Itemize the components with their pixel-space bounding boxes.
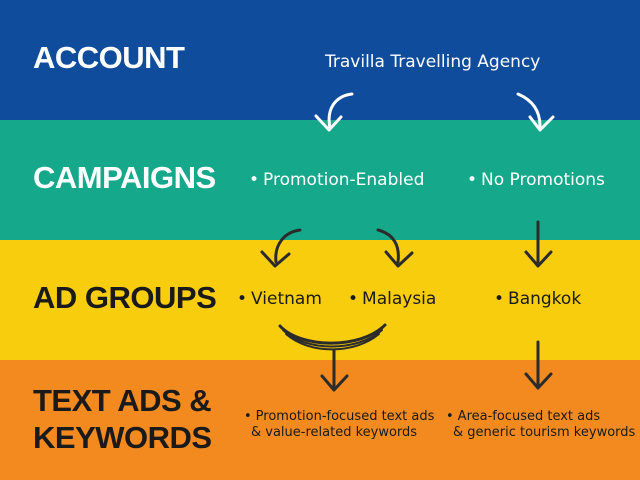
level-label-textads-line1: TEXT ADS & xyxy=(33,383,212,418)
campaign-node-no-promotions: •No Promotions xyxy=(467,169,605,191)
adgroup-label: Malaysia xyxy=(362,289,437,309)
textads-node-area: •Area-focused text ads & generic tourism… xyxy=(446,409,635,441)
textads-line1: Promotion-focused text ads xyxy=(255,409,435,424)
bullet-icon: • xyxy=(249,170,260,190)
campaign-label: Promotion-Enabled xyxy=(263,170,425,190)
bullet-icon: • xyxy=(348,289,359,309)
campaign-node-promotion-enabled: •Promotion-Enabled xyxy=(249,169,424,191)
textads-line2: & generic tourism keywords xyxy=(453,425,636,440)
bullet-icon: • xyxy=(467,170,478,190)
adgroup-node-bangkok: •Bangkok xyxy=(494,288,581,310)
level-label-textads-line2: KEYWORDS xyxy=(33,420,212,455)
adgroup-node-vietnam: •Vietnam xyxy=(237,288,322,310)
bullet-icon: • xyxy=(446,409,454,424)
bullet-icon: • xyxy=(237,289,248,309)
textads-node-promotion: •Promotion-focused text ads & value-rela… xyxy=(244,409,434,441)
campaigns-band xyxy=(0,120,640,240)
level-label-account: ACCOUNT xyxy=(33,40,185,75)
bullet-icon: • xyxy=(494,289,505,309)
textads-line1: Area-focused text ads xyxy=(457,409,601,424)
bullet-icon: • xyxy=(244,409,252,424)
level-label-campaigns: CAMPAIGNS xyxy=(33,160,216,195)
adgroup-label: Vietnam xyxy=(251,289,322,309)
adgroup-node-malaysia: •Malaysia xyxy=(348,288,436,310)
textads-line2: & value-related keywords xyxy=(251,425,418,440)
account-name: Travilla Travelling Agency xyxy=(325,52,541,72)
adgroup-label: Bangkok xyxy=(508,289,582,309)
level-label-adgroups: AD GROUPS xyxy=(33,280,217,315)
campaign-label: No Promotions xyxy=(481,170,605,190)
